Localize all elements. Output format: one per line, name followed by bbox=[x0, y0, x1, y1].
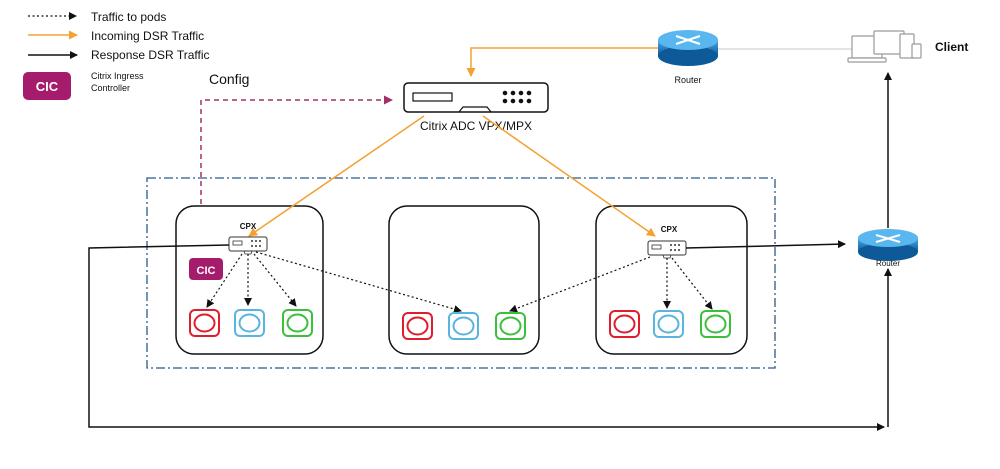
pod-red-icon bbox=[402, 312, 433, 340]
response-cpx-right-to-router bbox=[685, 240, 846, 249]
legend-cic-desc-2: Controller bbox=[91, 83, 130, 93]
pod-green-icon bbox=[700, 310, 731, 338]
pod-blue-icon bbox=[653, 310, 684, 338]
incoming-adc-to-cpx-left bbox=[248, 115, 425, 237]
traffic-to-pods bbox=[206, 251, 713, 313]
pod-blue-icon bbox=[234, 309, 265, 337]
router-right: Router bbox=[858, 229, 918, 268]
legend-cic-badge: CIC bbox=[36, 79, 59, 94]
incoming-router-to-adc bbox=[466, 47, 658, 77]
pod-green-icon bbox=[495, 312, 526, 340]
config-label: Config bbox=[209, 71, 249, 87]
cic-node-box bbox=[189, 258, 223, 280]
cpx-left-label: CPX bbox=[240, 222, 257, 231]
router-arrows-icon bbox=[675, 35, 701, 45]
router-top-label: Router bbox=[674, 75, 701, 85]
legend-cic-desc-1: Citrix Ingress bbox=[91, 71, 144, 81]
client-label: Client bbox=[935, 40, 968, 54]
cluster-boundary bbox=[146, 177, 776, 369]
adc-label: Citrix ADC VPX/MPX bbox=[420, 119, 532, 133]
legend-incoming-dsr: Incoming DSR Traffic bbox=[91, 29, 204, 43]
cic-node-label: CIC bbox=[197, 265, 216, 277]
pods bbox=[189, 309, 731, 340]
adc-port-dots bbox=[502, 90, 532, 104]
response-cpx-left-loop bbox=[88, 244, 885, 431]
legend-traffic-to-pods: Traffic to pods bbox=[91, 10, 166, 24]
config-arrow bbox=[200, 95, 393, 258]
pod-blue-icon bbox=[448, 312, 479, 340]
cpx-left: CPX bbox=[228, 222, 268, 255]
legend-response-dsr: Response DSR Traffic bbox=[91, 48, 210, 62]
cpx-right-label: CPX bbox=[661, 225, 678, 234]
client-devices-icon bbox=[847, 30, 922, 63]
router-arrows-icon bbox=[875, 234, 901, 243]
router-right-label: Router bbox=[876, 259, 900, 268]
legend-cic-badge-box bbox=[23, 72, 71, 100]
pod-green-icon bbox=[282, 309, 313, 337]
pod-red-icon bbox=[609, 310, 640, 338]
legend: Traffic to pods Incoming DSR Traffic Res… bbox=[23, 10, 210, 100]
pod-red-icon bbox=[189, 309, 220, 337]
incoming-adc-to-cpx-right bbox=[482, 115, 656, 237]
adc-appliance: Citrix ADC VPX/MPX bbox=[403, 82, 549, 133]
